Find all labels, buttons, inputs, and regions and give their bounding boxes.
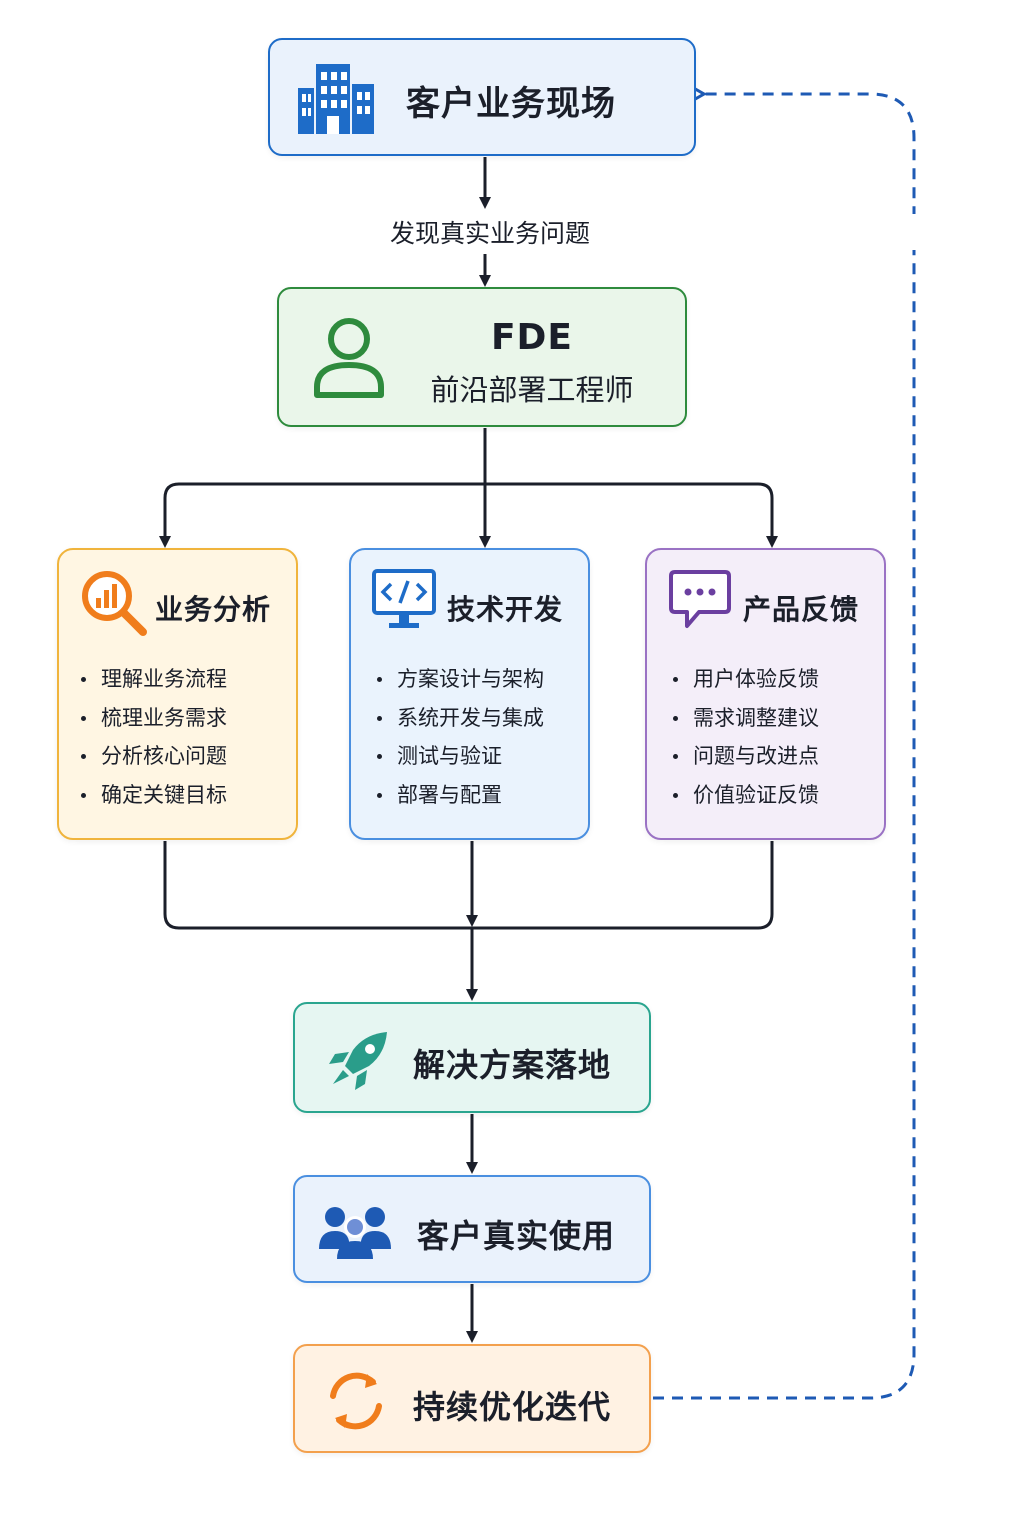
card-title: 技术开发 [447,593,564,626]
list-item: 方案设计与架构 [377,660,544,699]
code-monitor-icon [371,568,437,638]
card-item-list: 方案设计与架构 系统开发与集成 测试与验证 部署与配置 [377,660,544,814]
edge-label-discover: 发现真实业务问题 [0,214,980,250]
users-group-icon [319,1203,391,1259]
chat-bubble-icon [667,568,733,636]
card-title: 业务分析 [155,593,272,626]
node-title: 客户真实使用 [417,1217,616,1255]
list-item: 分析核心问题 [81,737,227,776]
edge-cards-merge [163,841,774,930]
node-customer-usage[interactable]: 客户真实使用 [293,1175,651,1283]
list-item: 确定关键目标 [81,776,227,815]
node-continuous-iteration[interactable]: 持续优化迭代 [293,1344,651,1453]
person-icon [313,317,385,399]
rocket-icon [325,1026,393,1094]
list-item: 用户体验反馈 [673,660,819,699]
node-title: 持续优化迭代 [413,1388,612,1426]
list-item: 测试与验证 [377,737,544,776]
node-title: 客户业务现场 [406,84,616,124]
list-item: 部署与配置 [377,776,544,815]
node-title: 解决方案落地 [413,1046,612,1084]
node-customer-site[interactable]: 客户业务现场 [268,38,696,156]
refresh-cycle-icon [323,1368,389,1434]
list-item: 问题与改进点 [673,737,819,776]
edge-fde-split [163,482,774,545]
card-item-list: 用户体验反馈 需求调整建议 问题与改进点 价值验证反馈 [673,660,819,814]
fde-full-name: 前沿部署工程师 [430,373,634,407]
list-item: 价值验证反馈 [673,776,819,815]
node-solution-landing[interactable]: 解决方案落地 [293,1002,651,1113]
card-product-feedback[interactable]: 产品反馈 用户体验反馈 需求调整建议 问题与改进点 价值验证反馈 [645,548,886,840]
list-item: 系统开发与集成 [377,699,544,738]
list-item: 需求调整建议 [673,699,819,738]
fde-abbreviation: FDE [490,317,574,358]
card-title: 产品反馈 [743,593,860,626]
chart-magnifier-icon [79,568,151,644]
node-fde[interactable]: FDE 前沿部署工程师 [277,287,687,427]
building-icon [298,62,374,134]
list-item: 梳理业务需求 [81,699,227,738]
list-item: 理解业务流程 [81,660,227,699]
card-item-list: 理解业务流程 梳理业务需求 分析核心问题 确定关键目标 [81,660,227,814]
card-business-analysis[interactable]: 业务分析 理解业务流程 梳理业务需求 分析核心问题 确定关键目标 [57,548,298,840]
edge-label-text: 发现真实业务问题 [385,219,594,248]
card-tech-development[interactable]: 技术开发 方案设计与架构 系统开发与集成 测试与验证 部署与配置 [349,548,590,840]
